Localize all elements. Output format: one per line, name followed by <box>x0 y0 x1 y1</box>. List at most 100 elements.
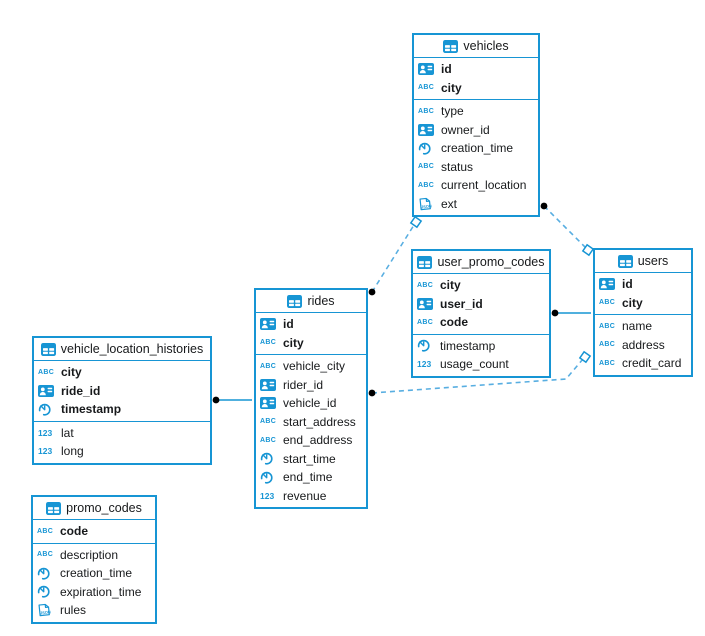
field-name: usage_count <box>440 357 509 372</box>
field-name: name <box>622 319 653 334</box>
text-type-icon: ABC <box>260 339 277 347</box>
numeric-type-icon: 123 <box>38 446 53 456</box>
field-row-rules[interactable]: JSON rules <box>33 601 155 620</box>
pk-field-row-timestamp[interactable]: timestamp <box>34 400 210 419</box>
id-card-type-icon <box>38 384 54 397</box>
field-type-icon-wrap: ABC <box>417 282 435 289</box>
field-row-rider_id[interactable]: rider_id <box>256 376 366 395</box>
field-name: owner_id <box>441 122 490 137</box>
id-card-type-icon <box>418 63 434 76</box>
field-name: id <box>283 317 294 332</box>
field-type-icon-wrap <box>599 278 617 291</box>
field-name: city <box>440 278 461 293</box>
table-header-users[interactable]: users <box>595 250 691 273</box>
field-name: rider_id <box>283 377 324 392</box>
pk-field-row-id[interactable]: id <box>256 315 366 334</box>
relationship-rides-to-users[interactable] <box>371 358 584 394</box>
text-type-icon: ABC <box>418 107 435 115</box>
field-type-icon-wrap: ABC <box>260 339 278 346</box>
field-row-owner_id[interactable]: owner_id <box>414 121 538 140</box>
relationship-rides-to-vehicles[interactable] <box>371 224 415 293</box>
field-type-icon-wrap: 123 <box>417 360 435 369</box>
field-row-start_time[interactable]: start_time <box>256 450 366 469</box>
field-type-icon-wrap <box>417 297 435 310</box>
numeric-type-icon: 123 <box>260 490 275 501</box>
text-type-icon: ABC <box>599 359 616 367</box>
table-header-user_promo_codes[interactable]: user_promo_codes <box>413 251 549 274</box>
table-header-vehicles[interactable]: vehicles <box>414 35 538 58</box>
field-row-timestamp[interactable]: timestamp <box>413 337 549 356</box>
field-name: id <box>441 62 452 77</box>
field-type-icon-wrap <box>38 403 56 416</box>
field-row-expiration_time[interactable]: expiration_time <box>33 583 155 602</box>
relationship-vehicles-to-users[interactable] <box>543 205 586 248</box>
field-type-icon-wrap: ABC <box>418 84 436 91</box>
svg-text:JSON: JSON <box>40 610 51 616</box>
id-card-type-icon <box>417 297 433 310</box>
field-name: end_time <box>283 470 333 485</box>
field-name: rules <box>60 603 87 618</box>
field-name: ride_id <box>61 383 101 398</box>
field-name: creation_time <box>60 566 133 581</box>
field-name: code <box>60 524 89 539</box>
field-type-icon-wrap: ABC <box>418 182 436 189</box>
field-row-usage_count[interactable]: 123 usage_count <box>413 355 549 374</box>
field-type-icon-wrap: JSON <box>418 197 436 211</box>
pk-field-row-id[interactable]: id <box>414 60 538 79</box>
field-row-creation_time[interactable]: creation_time <box>33 564 155 583</box>
timestamp-type-icon <box>260 471 273 484</box>
field-row-vehicle_id[interactable]: vehicle_id <box>256 394 366 413</box>
json-type-icon: JSON <box>38 604 51 617</box>
pk-field-row-city[interactable]: ABC city <box>413 276 549 295</box>
field-row-creation_time[interactable]: creation_time <box>414 139 538 158</box>
table-header-rides[interactable]: rides <box>256 290 366 313</box>
field-name: user_id <box>440 296 483 311</box>
text-type-icon: ABC <box>260 436 277 444</box>
field-row-end_time[interactable]: end_time <box>256 468 366 487</box>
field-type-icon-wrap: ABC <box>418 108 436 115</box>
relationship-many-end-dot <box>551 309 559 317</box>
text-type-icon: ABC <box>417 318 434 326</box>
field-type-icon-wrap <box>260 378 278 391</box>
field-type-icon-wrap: 123 <box>38 447 56 456</box>
pk-field-row-ride_id[interactable]: ride_id <box>34 382 210 401</box>
field-name: id <box>622 277 633 292</box>
table-header-vehicle_location_histories[interactable]: vehicle_location_histories <box>34 338 210 361</box>
pk-field-row-id[interactable]: id <box>595 275 691 294</box>
table-icon <box>417 255 433 269</box>
text-type-icon: ABC <box>417 281 434 289</box>
field-type-icon-wrap: ABC <box>599 341 617 348</box>
pk-field-row-user_id[interactable]: user_id <box>413 295 549 314</box>
relationship-many-end-dot <box>212 396 220 404</box>
table-header-promo_codes[interactable]: promo_codes <box>33 497 155 520</box>
field-type-icon-wrap <box>418 142 436 155</box>
